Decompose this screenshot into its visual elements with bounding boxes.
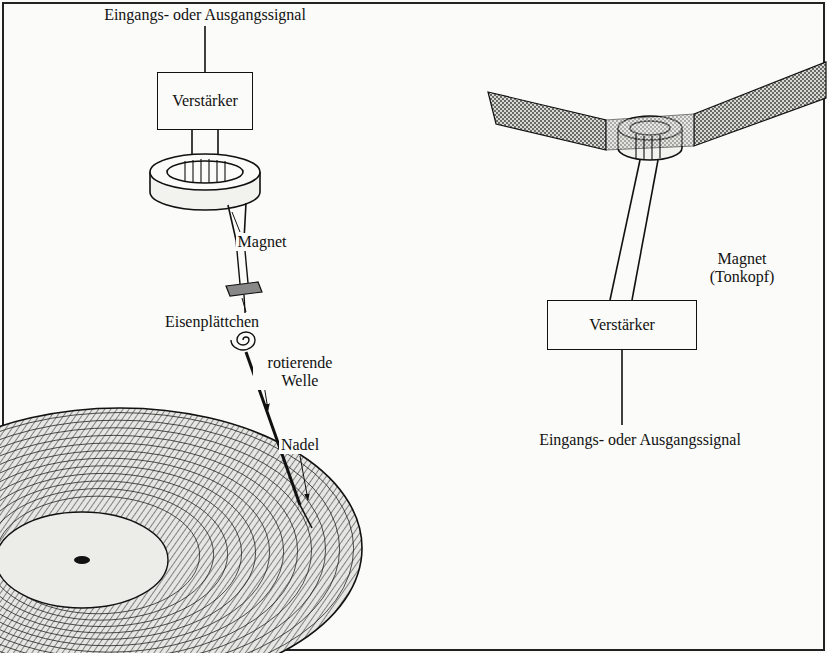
groove: [0, 413, 354, 653]
leader-line: [242, 298, 246, 312]
part-label: Eisenplättchen: [163, 313, 261, 331]
box-label: Verstärker: [172, 92, 238, 110]
groove: [0, 443, 298, 653]
recording-head: [606, 114, 694, 160]
signal-label: Eingangs- oder Ausgangssignal: [102, 6, 308, 24]
groove: [0, 451, 284, 653]
signal-wire: [621, 350, 623, 425]
groove: [0, 458, 270, 646]
amplifier-box: Verstärker: [157, 72, 253, 130]
groove: [0, 489, 214, 621]
part-label: Magnet (Tonkopf): [695, 250, 789, 287]
record-disc: [0, 408, 362, 653]
amplifier-box: Verstärker: [547, 300, 697, 350]
part-label: rotierende Welle: [253, 354, 347, 391]
ring-magnet: [150, 154, 260, 240]
groove: [0, 473, 242, 633]
spiral-spring: [231, 332, 255, 350]
groove: [0, 435, 312, 653]
part-label: Magnet: [236, 233, 289, 251]
groove: [0, 466, 256, 640]
needle: [300, 505, 312, 528]
tape: [488, 92, 606, 150]
groove: [0, 481, 228, 627]
leader-line: [232, 212, 240, 232]
groove: [0, 420, 340, 653]
groove: [0, 496, 200, 614]
coil-wire: [632, 160, 658, 300]
leader-arrow: [300, 456, 308, 500]
signal-wire: [204, 26, 206, 72]
signal-label: Eingangs- oder Ausgangssignal: [537, 431, 743, 449]
box-label: Verstärker: [589, 316, 655, 334]
iron-plate: [226, 282, 262, 296]
groove: [0, 428, 326, 653]
tape: [694, 62, 826, 146]
part-label: Nadel: [279, 436, 321, 454]
